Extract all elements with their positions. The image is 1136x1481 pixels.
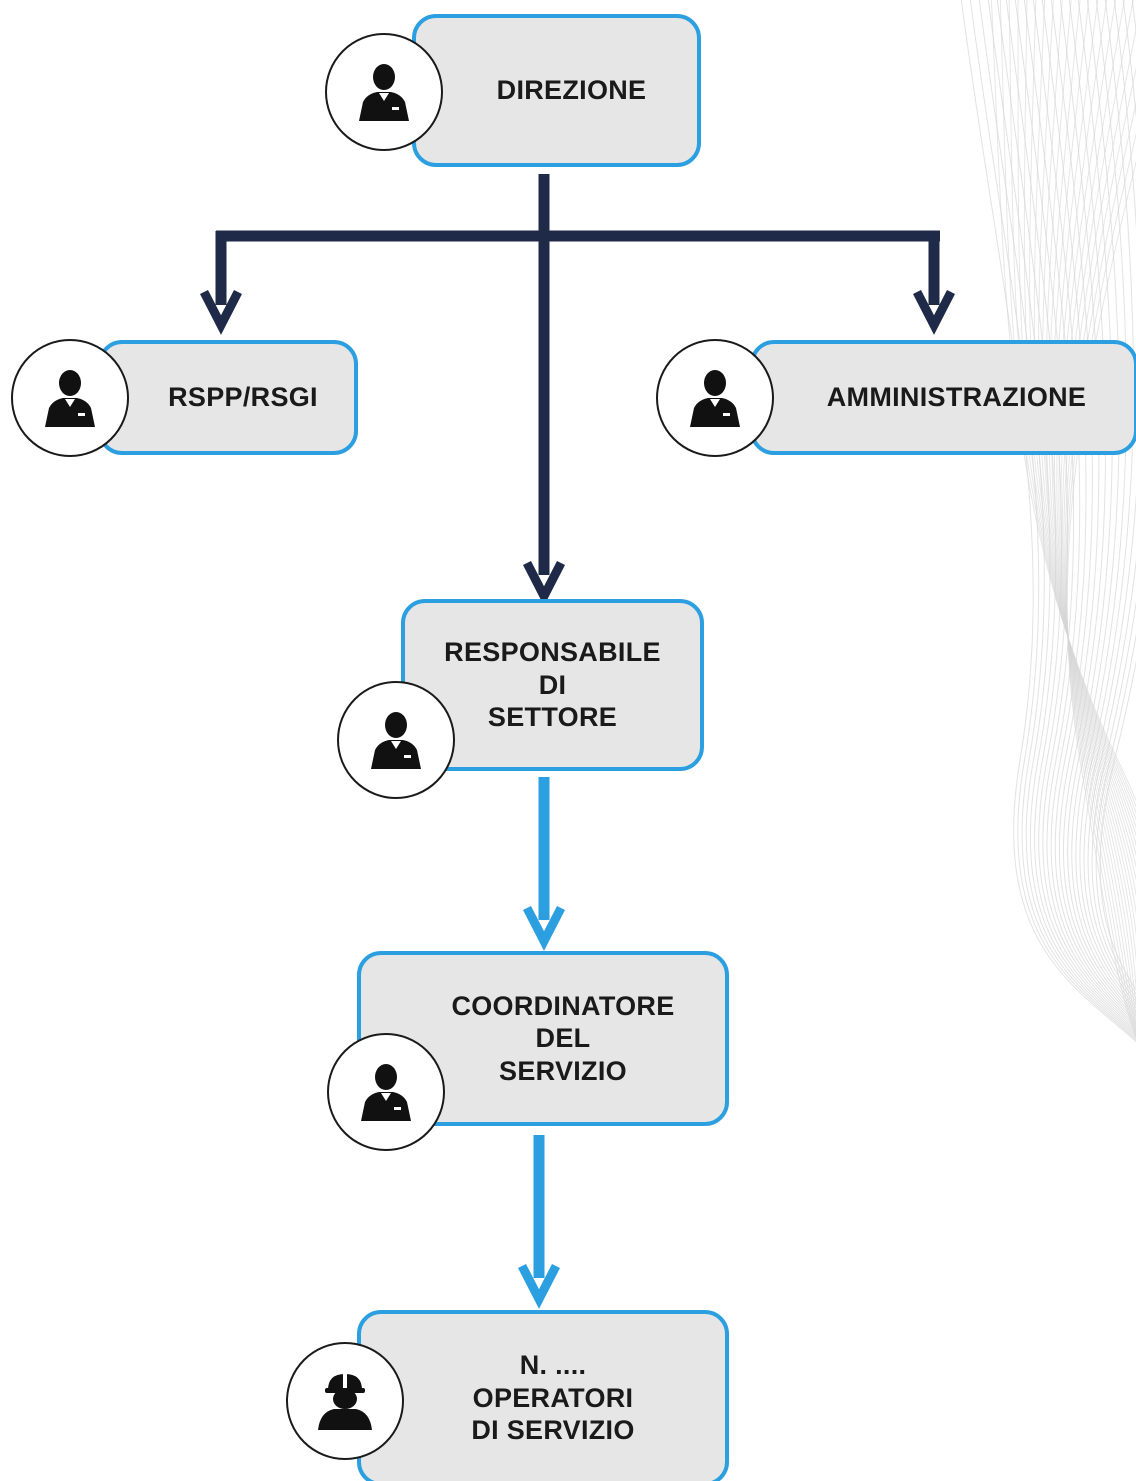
label-line: SERVIZIO xyxy=(499,1055,627,1086)
businessman-icon xyxy=(337,681,455,799)
businessman-icon xyxy=(327,1033,445,1151)
node-amministrazione-label: AMMINISTRAZIONE xyxy=(827,381,1086,413)
arrowhead-operatori xyxy=(517,1263,561,1309)
arrowhead-responsabile xyxy=(522,560,566,606)
node-responsabile-label: RESPONSABILE DI SETTORE xyxy=(444,636,661,733)
label-line: AMMINISTRAZIONE xyxy=(826,382,1087,413)
node-operatori: N. .... OPERATORI DI SERVIZIO xyxy=(357,1310,729,1481)
arrowhead-amministrazione xyxy=(912,289,956,335)
label-line: DI SERVIZIO xyxy=(471,1415,635,1446)
worker-hardhat-icon xyxy=(286,1342,404,1460)
label-line: COORDINATORE xyxy=(451,990,675,1021)
node-coordinatore-label: COORDINATORE DEL SERVIZIO xyxy=(451,990,674,1087)
label-line: RESPONSABILE xyxy=(444,637,661,668)
businessman-icon xyxy=(325,33,443,151)
arrowhead-rspp xyxy=(199,289,243,335)
label-line: RSPP/RSGI xyxy=(168,382,318,413)
businessman-icon xyxy=(656,339,774,457)
node-direzione-label: DIREZIONE xyxy=(497,74,647,106)
node-direzione: DIREZIONE xyxy=(412,14,701,167)
label-line: SETTORE xyxy=(487,702,618,733)
label-line: DIREZIONE xyxy=(496,75,647,106)
businessman-icon xyxy=(11,339,129,457)
arrowhead-coordinatore xyxy=(522,905,566,951)
label-line: OPERATORI xyxy=(472,1382,634,1413)
node-rspp-label: RSPP/RSGI xyxy=(168,381,318,413)
node-operatori-label: N. .... OPERATORI DI SERVIZIO xyxy=(471,1349,634,1446)
node-rspp: RSPP/RSGI xyxy=(98,340,358,455)
node-amministrazione: AMMINISTRAZIONE xyxy=(750,340,1136,455)
label-line: DI xyxy=(538,669,567,700)
label-line: DEL xyxy=(535,1023,591,1054)
label-line: N. .... xyxy=(519,1350,587,1381)
